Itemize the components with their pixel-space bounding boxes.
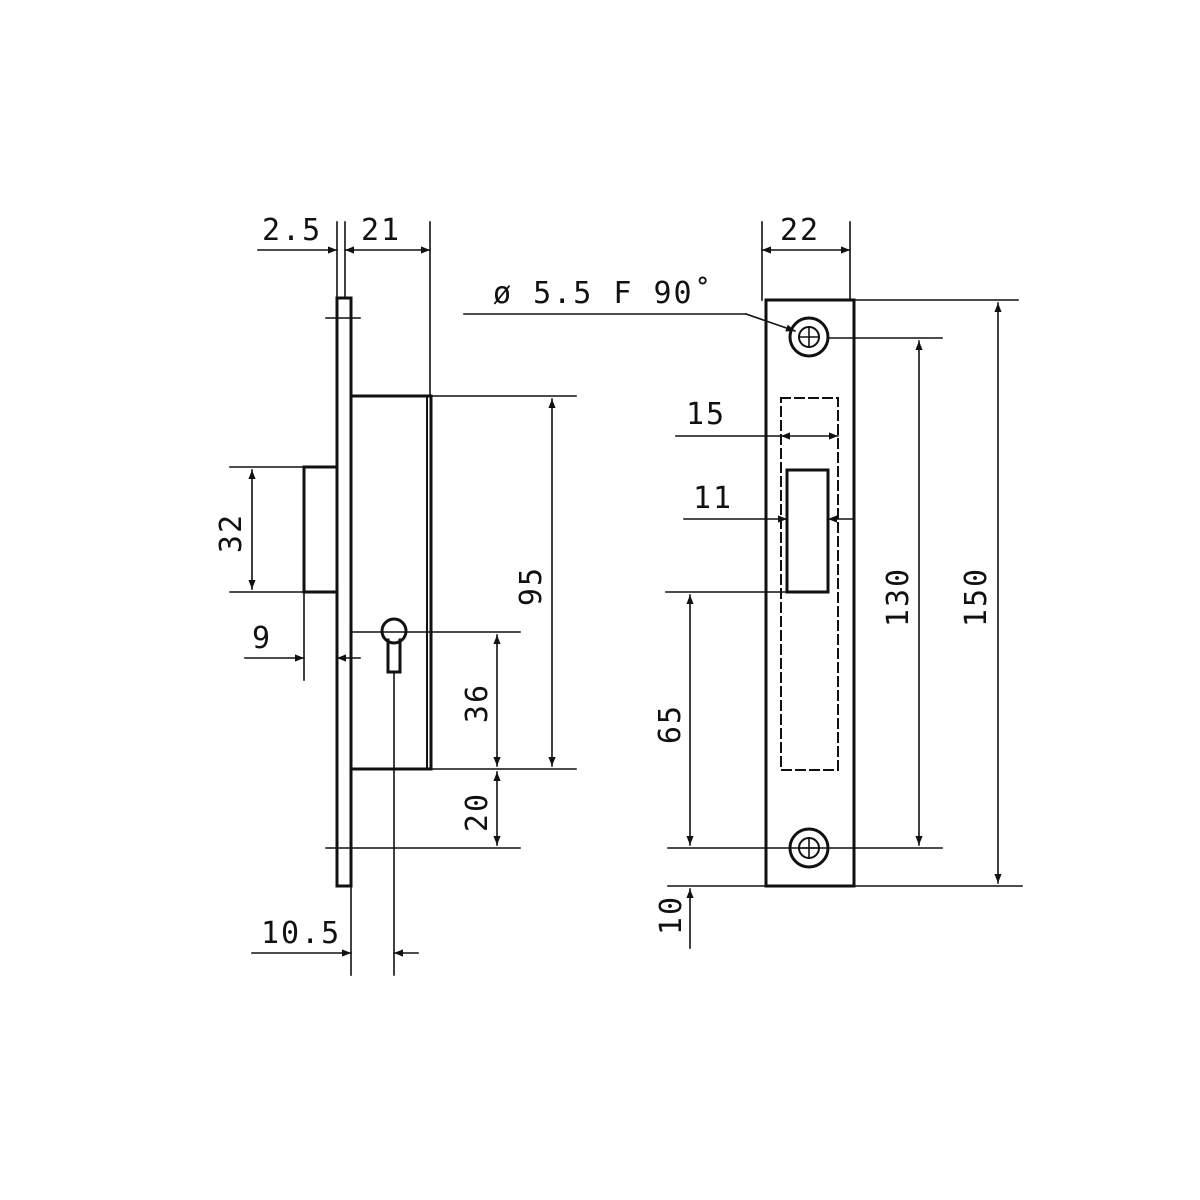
case-height-label: 95 (514, 566, 549, 606)
plate-width-label: 22 (780, 213, 820, 248)
backset-label: 10.5 (261, 916, 341, 951)
bottom-screw-label: 20 (460, 792, 495, 832)
strike-inner-width-label: 11 (693, 481, 733, 516)
faceplate-thickness-label: 2.5 (262, 213, 322, 248)
keyhole-icon (380, 617, 408, 674)
strike-opening (785, 468, 830, 594)
keyhole-height-label: 36 (460, 683, 495, 723)
latch-height-label: 32 (214, 513, 249, 553)
screw-hole-spec-label: ø 5.5 F 90˚ (493, 276, 714, 311)
front-view: 22 ø 5.5 F 90˚ 15 11 65 130 150 10 (463, 213, 1023, 949)
plate-height-label: 150 (959, 567, 994, 627)
faceplate (335, 296, 353, 888)
latch-offset-label: 9 (252, 621, 272, 656)
side-view: 2.5 21 32 9 95 36 20 10.5 (214, 213, 577, 976)
bolt-outline-dashed (780, 397, 839, 771)
strike-outer-width-label: 15 (686, 397, 726, 432)
bottom-to-strike-label: 65 (653, 704, 688, 744)
bottom-offset-label: 10 (654, 895, 689, 935)
latch-bolt (302, 465, 339, 594)
hole-spacing-label: 130 (881, 567, 916, 627)
lock-case (349, 394, 433, 771)
screw-hole-top-icon (788, 316, 830, 358)
case-depth-label: 21 (361, 213, 401, 248)
